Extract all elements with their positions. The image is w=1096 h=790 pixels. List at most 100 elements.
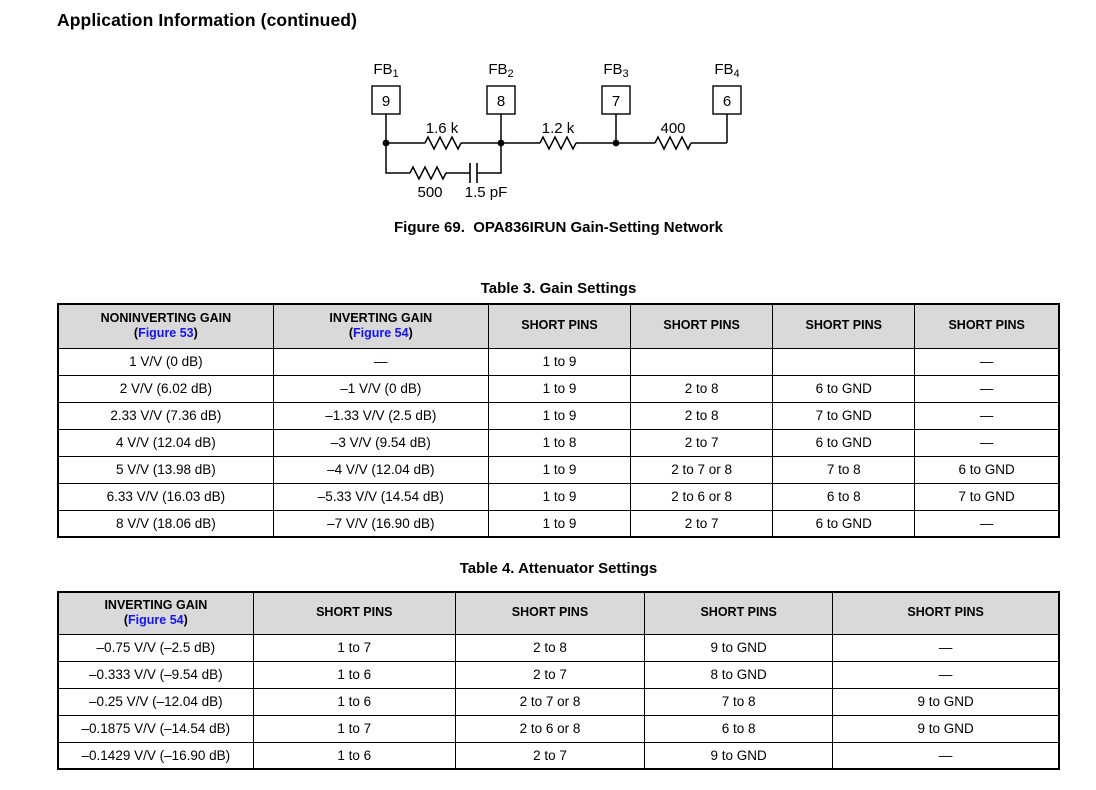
table-cell: 1 to 9: [487, 347, 632, 376]
table-cell: –0.25 V/V (–12.04 dB): [57, 687, 254, 716]
resistor-1p2k-value: 1.2 k: [542, 120, 575, 137]
table-cell: 1 to 9: [487, 482, 632, 511]
table-cell: 6 to 8: [644, 714, 834, 743]
pin-fb4: FB4 6: [712, 61, 742, 115]
table-cell: 1 to 9: [487, 374, 632, 403]
table-cell: 1 V/V (0 dB): [57, 347, 274, 376]
table-cell: 6 to GND: [772, 428, 916, 457]
table-cell: –4 V/V (12.04 dB): [272, 455, 489, 484]
table-cell: 2 to 7: [630, 428, 774, 457]
table-cell: 4 V/V (12.04 dB): [57, 428, 274, 457]
table-cell: 1 to 9: [487, 509, 632, 538]
table-cell: 2 V/V (6.02 dB): [57, 374, 274, 403]
table-cell: 6 to GND: [772, 374, 916, 403]
section-heading: Application Information (continued): [57, 10, 357, 30]
table-cell: —: [914, 428, 1060, 457]
table-cell: 1 to 7: [252, 633, 456, 662]
capacitor-1p5pf-value: 1.5 pF: [465, 184, 508, 201]
table-cell: —: [832, 741, 1060, 770]
resistor-500-value: 500: [417, 184, 442, 201]
table-cell: –1.33 V/V (2.5 dB): [272, 401, 489, 430]
resistor-1p6k: [424, 135, 462, 151]
table-cell: 7 to 8: [644, 687, 834, 716]
table-cell: 1 to 6: [252, 660, 456, 689]
table-cell: 8 to GND: [644, 660, 834, 689]
table-cell: 2 to 8: [630, 401, 774, 430]
column-header: SHORT PINS: [454, 591, 646, 635]
table-cell: [630, 347, 774, 376]
pin-number: 8: [497, 93, 505, 110]
table-cell: 9 to GND: [832, 687, 1060, 716]
pin-fb2: FB2 8: [486, 61, 516, 115]
column-header: SHORT PINS: [832, 591, 1060, 635]
table-cell: —: [914, 509, 1060, 538]
table-cell: —: [914, 401, 1060, 430]
figure-link[interactable]: Figure 54: [353, 326, 409, 341]
table-header-row: NONINVERTING GAIN(Figure 53)INVERTING GA…: [57, 303, 1060, 349]
table-cell: 6 to 8: [772, 482, 916, 511]
figure-link[interactable]: Figure 53: [138, 326, 194, 341]
pin-fb1-label: FB1: [373, 61, 398, 80]
table-cell: 9 to GND: [644, 633, 834, 662]
table-cell: 1 to 7: [252, 714, 456, 743]
pin-number: 6: [723, 93, 731, 110]
table-cell: –5.33 V/V (14.54 dB): [272, 482, 489, 511]
column-header: SHORT PINS: [252, 591, 456, 635]
pin-fb3: FB3 7: [601, 61, 631, 115]
column-header: SHORT PINS: [772, 303, 916, 349]
column-header: SHORT PINS: [630, 303, 774, 349]
table-cell: 7 to 8: [772, 455, 916, 484]
table-cell: 1 to 9: [487, 401, 632, 430]
table-cell: 2 to 7 or 8: [454, 687, 646, 716]
figure-link[interactable]: Figure 54: [128, 613, 184, 628]
capacitor-1p5pf: [469, 163, 478, 183]
table-cell: —: [272, 347, 489, 376]
resistors: [409, 135, 692, 181]
table3-title: Table 3. Gain Settings: [480, 280, 637, 297]
column-header: SHORT PINS: [644, 591, 834, 635]
table-cell: 2 to 7: [454, 741, 646, 770]
table-cell: 2 to 7 or 8: [630, 455, 774, 484]
column-header: INVERTING GAIN(Figure 54): [57, 591, 254, 635]
table-cell: 6 to GND: [772, 509, 916, 538]
table-cell: 9 to GND: [832, 714, 1060, 743]
pin-fb4-label: FB4: [714, 61, 739, 80]
table-row: 2.33 V/V (7.36 dB)–1.33 V/V (2.5 dB)1 to…: [57, 401, 1060, 430]
resistor-1p2k: [539, 135, 577, 151]
table-cell: 2 to 8: [630, 374, 774, 403]
table-cell: –0.1875 V/V (–14.54 dB): [57, 714, 254, 743]
table-cell: 1 to 6: [252, 741, 456, 770]
table-cell: 2 to 6 or 8: [630, 482, 774, 511]
table-cell: 1 to 9: [487, 455, 632, 484]
table-cell: 2 to 7: [630, 509, 774, 538]
table-cell: 2 to 7: [454, 660, 646, 689]
column-header: INVERTING GAIN(Figure 54): [272, 303, 489, 349]
table-cell: 5 V/V (13.98 dB): [57, 455, 274, 484]
table-cell: [772, 347, 916, 376]
table-cell: –7 V/V (16.90 dB): [272, 509, 489, 538]
junction-dots: [382, 139, 620, 147]
table-cell: 7 to GND: [772, 401, 916, 430]
table-cell: 6 to GND: [914, 455, 1060, 484]
table-cell: 8 V/V (18.06 dB): [57, 509, 274, 538]
pin-fb2-label: FB2: [488, 61, 513, 80]
resistor-400-value: 400: [660, 120, 685, 137]
pin-number: 9: [382, 93, 390, 110]
resistor-400: [654, 135, 692, 151]
table-cell: –1 V/V (0 dB): [272, 374, 489, 403]
table-cell: 2 to 8: [454, 633, 646, 662]
table-cell: 6.33 V/V (16.03 dB): [57, 482, 274, 511]
column-header: SHORT PINS: [914, 303, 1060, 349]
resistor-500: [409, 165, 447, 181]
table-cell: –0.333 V/V (–9.54 dB): [57, 660, 254, 689]
